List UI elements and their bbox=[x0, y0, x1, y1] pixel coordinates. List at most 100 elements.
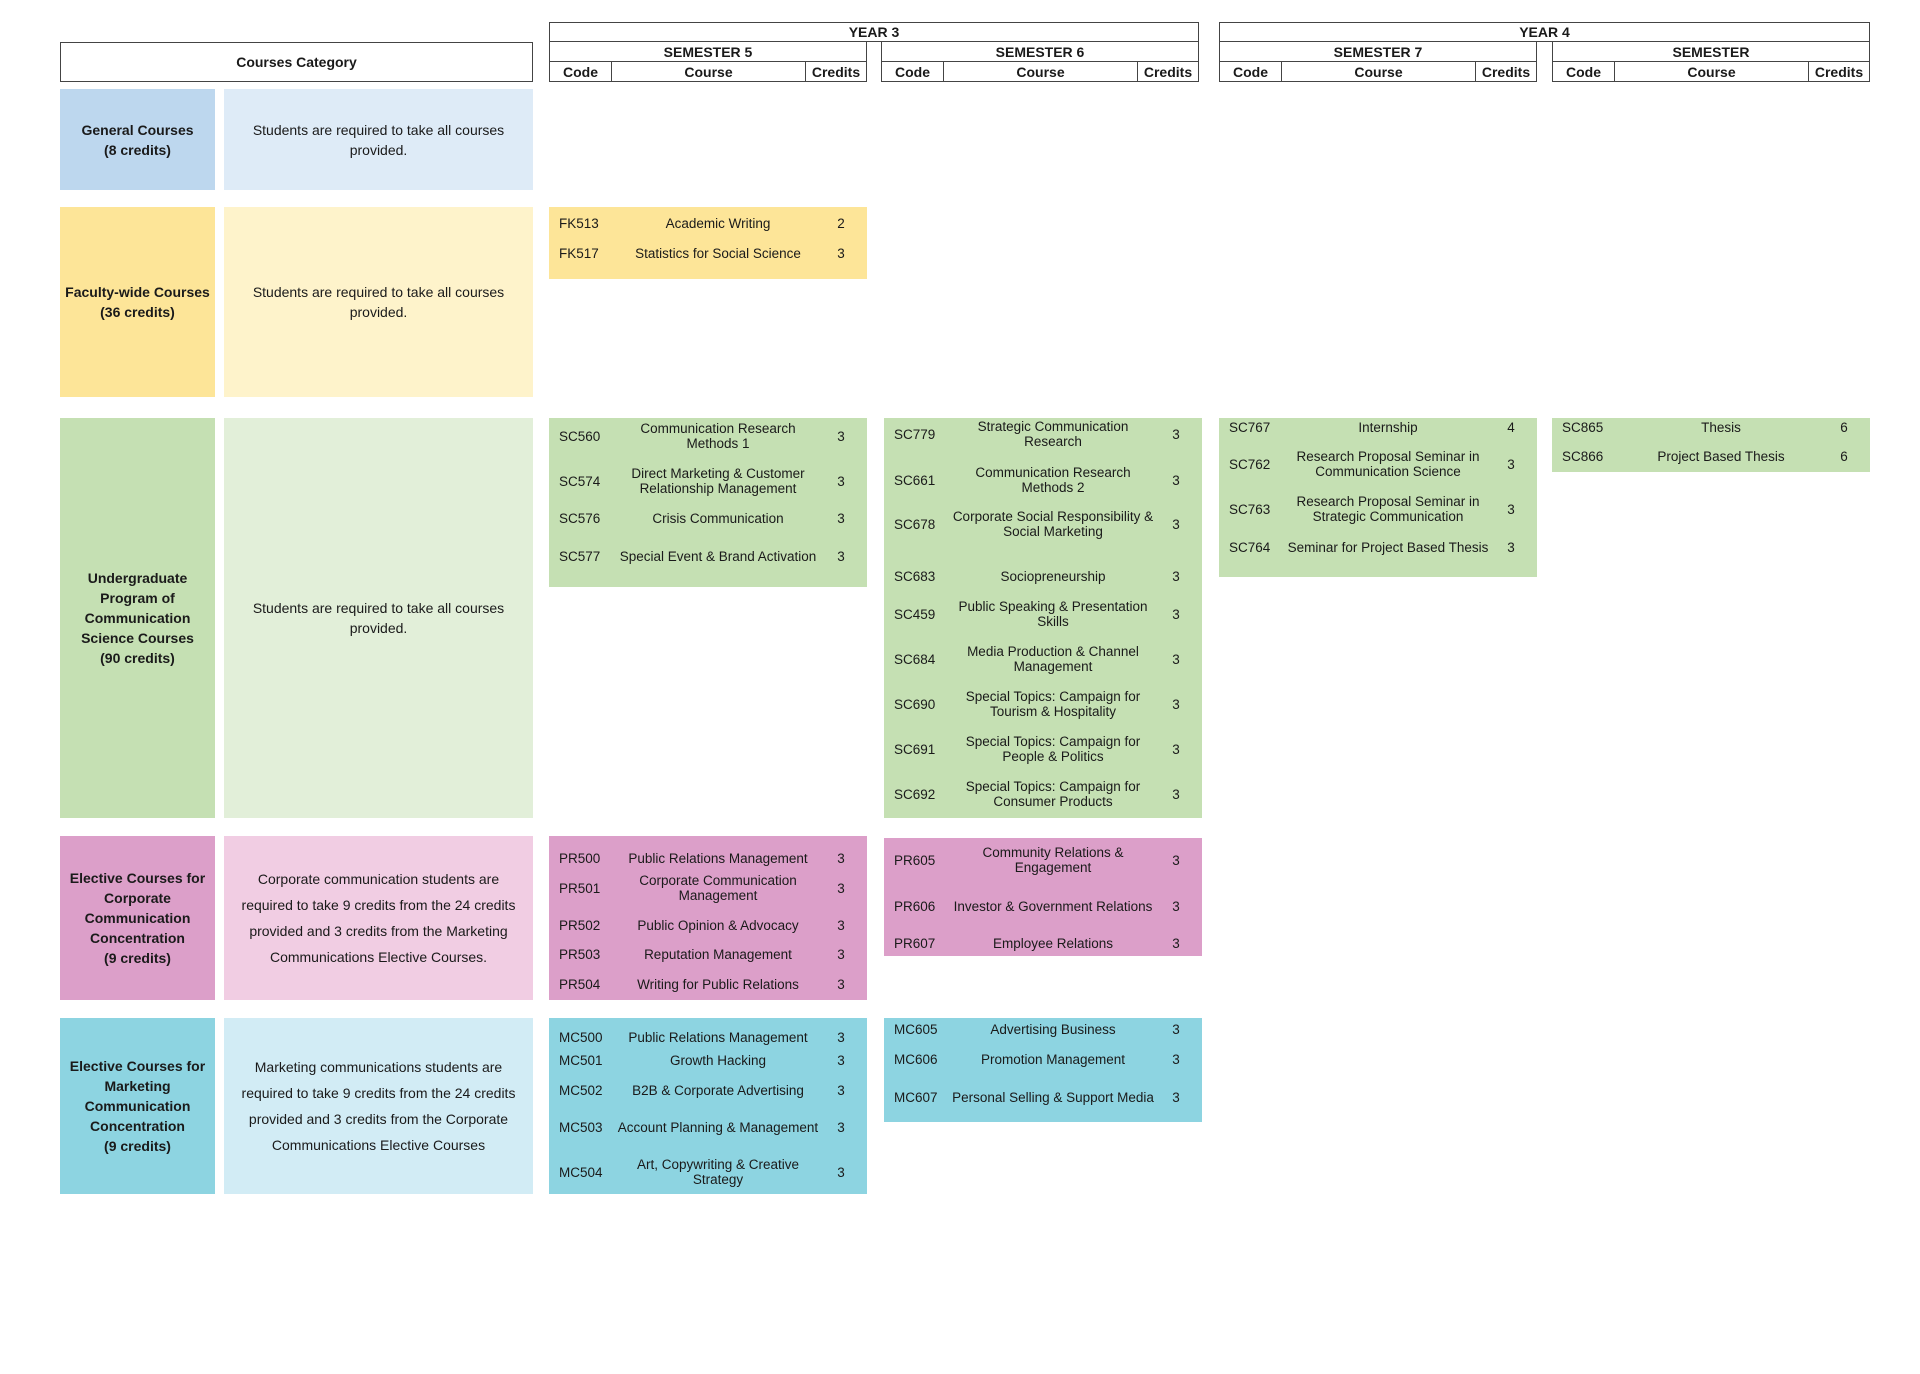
course-code: MC606 bbox=[894, 1051, 938, 1067]
course-credits: 3 bbox=[1172, 741, 1180, 757]
course-credits: 6 bbox=[1840, 419, 1848, 435]
course-code: PR501 bbox=[559, 880, 601, 896]
course-credits: 3 bbox=[1172, 1021, 1180, 1037]
course-code: SC690 bbox=[894, 696, 936, 712]
course-title: Direct Marketing & Customer Relationship… bbox=[631, 466, 805, 496]
course-title: Communication Research Methods 1 bbox=[640, 421, 796, 451]
category-name: Elective Courses for Corporate Communica… bbox=[69, 870, 206, 966]
category-marketing-elective: Elective Courses for Marketing Communica… bbox=[60, 1018, 215, 1194]
semester-5-header: SEMESTER 5 bbox=[549, 41, 867, 62]
course-credits: 3 bbox=[837, 880, 845, 896]
course-credits: 3 bbox=[1172, 516, 1180, 532]
course-code: FK513 bbox=[559, 215, 599, 231]
course-code: PR503 bbox=[559, 946, 601, 962]
category-general: General Courses (8 credits) bbox=[60, 89, 215, 190]
category-general-description: Students are required to take all course… bbox=[224, 89, 533, 190]
course-credits: 3 bbox=[1172, 426, 1180, 442]
course-code: SC684 bbox=[894, 651, 936, 667]
course-code: SC459 bbox=[894, 606, 936, 622]
course-credits: 3 bbox=[837, 850, 845, 866]
category-undergraduate: Undergraduate Program of Communication S… bbox=[60, 418, 215, 818]
course-credits: 3 bbox=[837, 473, 845, 489]
course-code: MC607 bbox=[894, 1089, 938, 1105]
course-credits: 3 bbox=[837, 917, 845, 933]
courses-category-header: Courses Category bbox=[60, 42, 533, 82]
course-code: SC767 bbox=[1229, 419, 1271, 435]
course-credits: 3 bbox=[837, 245, 845, 261]
course-credits: 3 bbox=[837, 428, 845, 444]
course-title: Special Topics: Campaign for Consumer Pr… bbox=[965, 779, 1141, 809]
course-title: Employee Relations bbox=[992, 935, 1114, 951]
category-faculty-wide: Faculty-wide Courses (36 credits) bbox=[60, 207, 215, 397]
course-code: SC661 bbox=[894, 472, 936, 488]
course-row: SC767 Internship 4 bbox=[1219, 410, 1537, 444]
col-credits: Credits bbox=[1475, 61, 1537, 82]
course-code: SC764 bbox=[1229, 539, 1271, 555]
course-title: Account Planning & Management bbox=[617, 1119, 819, 1135]
course-row: PR501 Corporate Communication Management 3 bbox=[549, 871, 867, 905]
course-credits: 3 bbox=[837, 510, 845, 526]
course-title: Internship bbox=[1358, 419, 1418, 435]
course-title: Project Based Thesis bbox=[1657, 448, 1785, 464]
course-code: SC763 bbox=[1229, 501, 1271, 517]
course-credits: 3 bbox=[1172, 1089, 1180, 1105]
category-name: Undergraduate Program of Communication S… bbox=[81, 570, 194, 666]
semester-8-header: SEMESTER bbox=[1552, 41, 1870, 62]
course-title: Corporate Communication Management bbox=[639, 873, 797, 903]
course-credits: 6 bbox=[1840, 448, 1848, 464]
course-row: SC866 Project Based Thesis 6 bbox=[1552, 439, 1870, 473]
course-title: Promotion Management bbox=[980, 1051, 1126, 1067]
course-title: Public Relations Management bbox=[628, 850, 808, 866]
course-title: Reputation Management bbox=[644, 946, 792, 962]
course-title: Growth Hacking bbox=[669, 1052, 767, 1068]
semester-6-columns: Code Course Credits bbox=[881, 61, 1199, 82]
category-name: General Courses (8 credits) bbox=[81, 121, 194, 158]
course-title: Advertising Business bbox=[990, 1021, 1116, 1037]
course-credits: 3 bbox=[837, 946, 845, 962]
course-credits: 3 bbox=[837, 1052, 845, 1068]
course-credits: 3 bbox=[837, 1164, 845, 1180]
col-code: Code bbox=[1552, 61, 1615, 82]
course-row: MC605 Advertising Business 3 bbox=[884, 1012, 1202, 1046]
course-title: Thesis bbox=[1701, 419, 1741, 435]
course-title: Art, Copywriting & Creative Strategy bbox=[636, 1157, 800, 1187]
course-title: Crisis Communication bbox=[652, 510, 784, 526]
col-code: Code bbox=[881, 61, 944, 82]
category-marketing-elective-description: Marketing communications students are re… bbox=[224, 1018, 533, 1194]
course-code: SC678 bbox=[894, 516, 936, 532]
semester-7-header: SEMESTER 7 bbox=[1219, 41, 1537, 62]
course-code: PR605 bbox=[894, 852, 936, 868]
course-code: SC866 bbox=[1562, 448, 1604, 464]
course-title: B2B & Corporate Advertising bbox=[632, 1082, 804, 1098]
course-code: MC503 bbox=[559, 1119, 603, 1135]
col-course: Course bbox=[1281, 61, 1476, 82]
course-credits: 4 bbox=[1507, 419, 1515, 435]
course-title: Communication Research Methods 2 bbox=[975, 465, 1131, 495]
course-title: Community Relations & Engagement bbox=[982, 845, 1124, 875]
course-credits: 3 bbox=[1172, 651, 1180, 667]
course-credits: 3 bbox=[1172, 606, 1180, 622]
course-code: PR502 bbox=[559, 917, 601, 933]
course-code: MC605 bbox=[894, 1021, 938, 1037]
category-corporate-elective-description: Corporate communication students are req… bbox=[224, 836, 533, 1000]
course-title: Special Topics: Campaign for People & Po… bbox=[965, 734, 1141, 764]
